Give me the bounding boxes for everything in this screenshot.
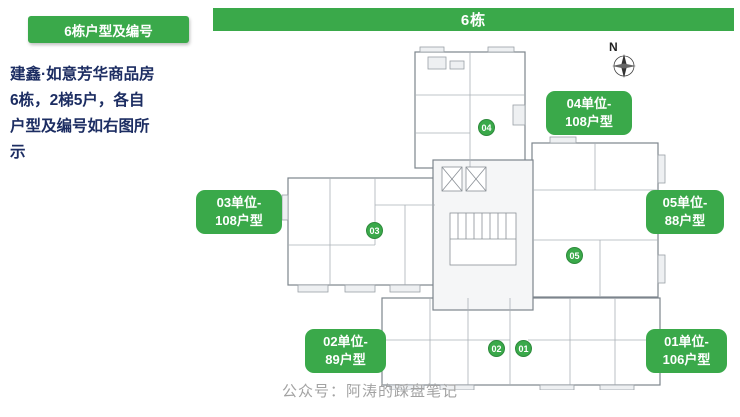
compass: N	[600, 40, 644, 86]
unit-marker-05-label: 05	[569, 250, 580, 261]
unit-label-03: 03单位- 108户型	[196, 190, 282, 234]
description-line-3: 户型及编号如右图所	[10, 118, 150, 135]
unit-marker-03-label: 03	[369, 225, 380, 236]
building-title: 6栋	[460, 12, 487, 29]
watermark-text: 公众号：阿涛的踩盘笔记	[281, 383, 458, 400]
unit-label-04-line2: 108户型	[565, 114, 613, 129]
unit-label-05: 05单位- 88户型	[646, 190, 724, 234]
unit-label-01: 01单位- 106户型	[646, 329, 727, 373]
unit-marker-04-label: 04	[481, 122, 492, 133]
compass-north-label: N	[609, 40, 618, 54]
unit-marker-03: 03	[366, 222, 383, 239]
unit-marker-02-label: 02	[491, 343, 502, 354]
unit-marker-01: 01	[515, 340, 532, 357]
unit-marker-04: 04	[478, 119, 495, 136]
description-line-4: 示	[10, 144, 26, 161]
unit-label-02: 02单位- 89户型	[305, 329, 386, 373]
watermark: 公众号：阿涛的踩盘笔记	[0, 380, 740, 401]
floor-plan	[270, 45, 670, 390]
unit-label-05-line2: 88户型	[664, 213, 706, 228]
building-title-bar: 6栋	[213, 8, 734, 31]
description-line-1: 建鑫·如意芳华商品房	[10, 66, 155, 83]
unit-label-03-line2: 108户型	[215, 213, 263, 228]
description-line-2: 6栋，2梯5户，各自	[10, 92, 145, 109]
unit-marker-02: 02	[488, 340, 505, 357]
unit-label-01-line2: 106户型	[662, 352, 711, 367]
unit-label-04: 04单位- 108户型	[546, 91, 632, 135]
section-badge: 6栋户型及编号	[28, 16, 189, 43]
floor-plan-svg	[281, 46, 666, 390]
unit-label-02-line1: 02单位-	[323, 334, 368, 350]
unit-label-02-line2: 89户型	[325, 352, 366, 367]
section-badge-label: 6栋户型及编号	[64, 23, 153, 39]
description-text: 建鑫·如意芳华商品房 6栋，2梯5户，各自 户型及编号如右图所 示	[10, 62, 210, 166]
unit-marker-05: 05	[566, 247, 583, 264]
unit-label-03-line1: 03单位-	[216, 195, 262, 211]
unit-marker-01-label: 01	[518, 343, 529, 354]
unit-label-05-line1: 05单位-	[662, 195, 708, 211]
unit-label-01-line1: 01单位-	[664, 334, 709, 350]
unit-label-04-line1: 04单位-	[566, 96, 612, 112]
compass-icon	[612, 54, 636, 78]
